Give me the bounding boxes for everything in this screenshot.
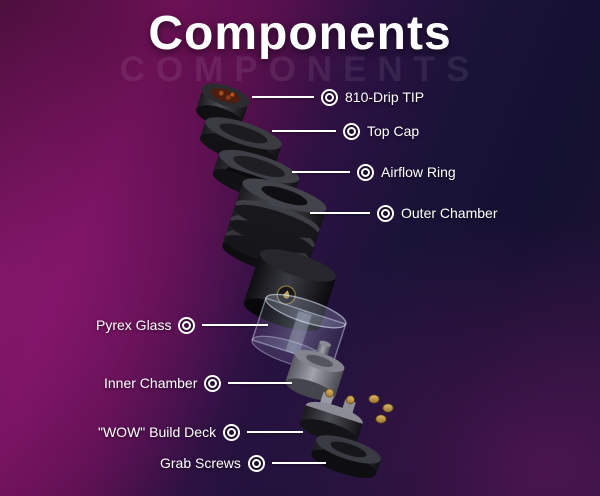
callout-wow-build-deck: "WOW" Build Deck <box>98 423 304 441</box>
circle-marker-inner <box>325 92 334 102</box>
circle-marker-icon <box>223 423 241 441</box>
callout-line <box>271 462 326 464</box>
circle-marker-inner <box>182 320 192 330</box>
callout-label: "WOW" Build Deck <box>98 424 217 440</box>
circle-marker-inner <box>361 167 370 177</box>
callout-line <box>202 324 269 326</box>
circle-marker-inner <box>227 427 237 437</box>
callout-label: Outer Chamber <box>401 205 498 221</box>
callout-pyrex-glass: Pyrex Glass <box>96 316 269 334</box>
circle-marker-inner <box>347 126 356 136</box>
circle-marker-icon <box>178 316 196 334</box>
callout-grab-screws: Grab Screws <box>160 454 326 472</box>
callout-810-drip-tip: 810-Drip TIP <box>252 88 424 106</box>
callout-label: Top Cap <box>367 123 420 139</box>
watermark-text: COMPONENTS <box>119 50 481 89</box>
callout-label: Grab Screws <box>160 455 241 471</box>
circle-marker-icon <box>343 122 360 140</box>
circle-marker-icon <box>321 88 338 106</box>
inner-chamber-part <box>285 340 345 401</box>
circle-marker-icon <box>204 374 222 392</box>
callout-label: Inner Chamber <box>104 375 198 391</box>
callout-line <box>310 212 370 214</box>
circle-marker-inner <box>381 208 390 218</box>
callout-label: Pyrex Glass <box>96 317 172 333</box>
callout-top-cap: Top Cap <box>272 122 419 140</box>
callout-line <box>292 171 350 173</box>
callout-line <box>247 431 304 433</box>
circle-marker-inner <box>251 458 261 468</box>
base-part <box>311 435 381 478</box>
circle-marker-icon <box>377 204 394 222</box>
callout-line <box>228 382 293 384</box>
callout-line <box>252 96 314 98</box>
callout-inner-chamber: Inner Chamber <box>104 374 293 392</box>
page-title: Components <box>148 7 452 60</box>
circle-marker-icon <box>247 454 265 472</box>
callout-airflow-ring: Airflow Ring <box>292 163 456 181</box>
callout-line <box>272 130 336 132</box>
callout-outer-chamber: Outer Chamber <box>310 204 497 222</box>
outer-chamber-part <box>222 178 327 276</box>
callout-label: 810-Drip TIP <box>345 89 425 105</box>
circle-marker-inner <box>208 378 218 388</box>
callout-label: Airflow Ring <box>381 164 456 180</box>
grab-screws-part <box>368 394 394 424</box>
circle-marker-icon <box>357 163 374 181</box>
